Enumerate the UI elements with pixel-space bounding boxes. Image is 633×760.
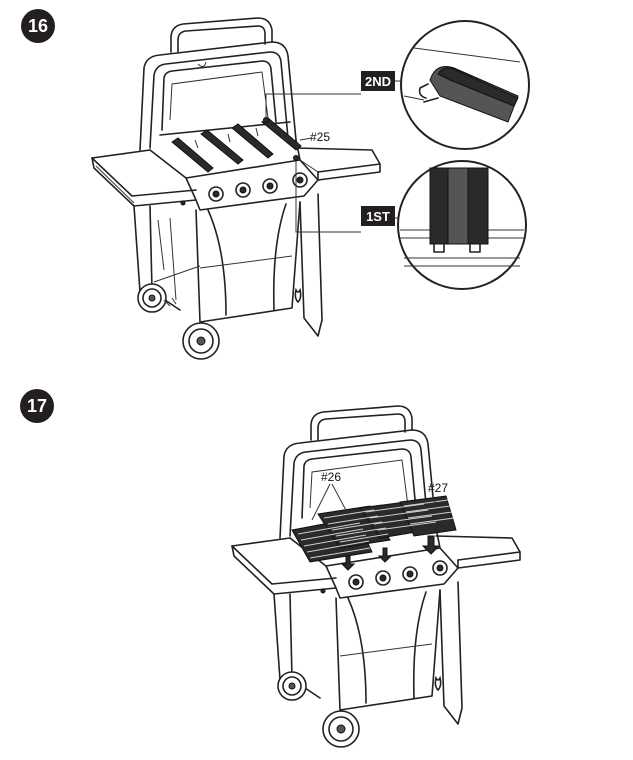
callout-line-lower [295,158,361,233]
callout-tag-1st: 1ST [361,206,395,226]
grill-step17 [231,405,521,748]
step-number-badge-16: 16 [21,9,55,43]
step-number-badge-17: 17 [20,389,54,423]
arrow-down-icon [340,535,441,571]
callout-line-upper [265,93,361,120]
part-label-25: #25 [310,130,331,144]
cooking-grates [291,495,457,563]
detail-circle-2nd [400,20,530,150]
burner-tubes-step16 [171,117,302,173]
flame-logo-icon [294,287,302,304]
grate-right [399,495,457,537]
grill-step16 [91,17,381,360]
part-label-26: #26 [321,470,342,484]
part-label-27: #27 [428,481,449,495]
detail-circle-1st [397,160,527,290]
callout-tag-2nd: 2ND [361,71,395,91]
